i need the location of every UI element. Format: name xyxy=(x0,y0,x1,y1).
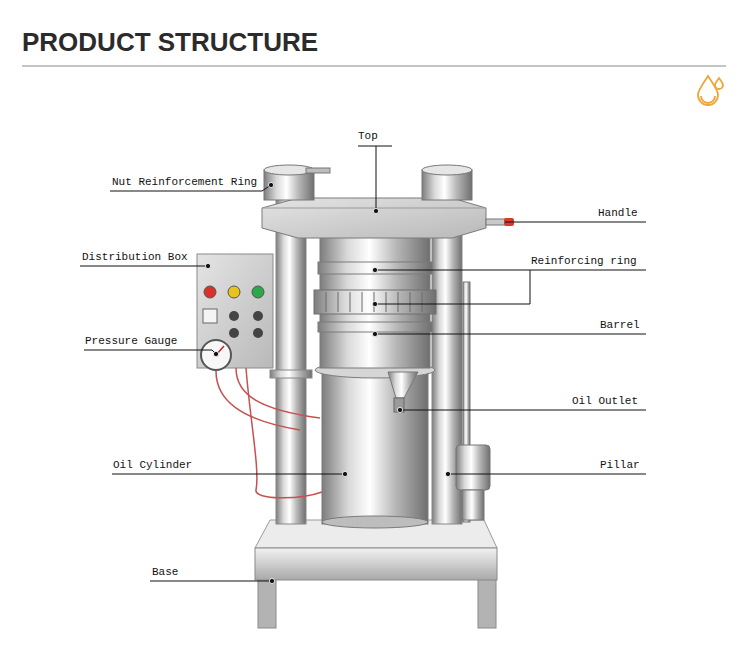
part-label: Handle xyxy=(598,207,638,220)
leader-lines xyxy=(80,146,646,581)
reinforcing-ring xyxy=(318,262,432,274)
part-label: Barrel xyxy=(600,319,640,332)
leader-line xyxy=(375,270,646,271)
oil-outlet xyxy=(388,372,418,398)
leader-line xyxy=(150,581,272,582)
part-label: Distribution Box xyxy=(82,251,188,264)
base xyxy=(255,520,497,628)
leader-line xyxy=(376,146,377,210)
leader-line xyxy=(505,222,646,223)
leader-line xyxy=(80,266,208,267)
oil-outlet-spout xyxy=(394,398,404,412)
indicator-green xyxy=(252,286,264,298)
pump xyxy=(456,282,490,522)
base-leg xyxy=(258,578,276,628)
leader-dot xyxy=(372,331,377,336)
oil-cylinder-foot xyxy=(322,516,428,528)
reinforcing-ring xyxy=(314,290,436,314)
page-title: PRODUCT STRUCTURE xyxy=(22,27,318,57)
leader-dot xyxy=(445,471,450,476)
indicator-red xyxy=(204,286,216,298)
ring-grooves xyxy=(326,292,422,312)
leader-dot xyxy=(373,208,378,213)
part-label: Base xyxy=(152,566,178,579)
leader-dot xyxy=(269,578,274,583)
leader-line xyxy=(448,474,646,475)
leader-dot xyxy=(372,267,377,272)
leader-dot xyxy=(205,263,210,268)
nut-top xyxy=(422,165,472,175)
part-label: Reinforcing ring xyxy=(531,255,637,268)
pump-base xyxy=(462,490,484,520)
barrel xyxy=(314,236,436,368)
switch xyxy=(253,328,263,338)
leader-line xyxy=(400,410,646,411)
oil-cylinder xyxy=(322,368,428,524)
part-label: Pillar xyxy=(600,459,640,472)
switch xyxy=(229,311,239,321)
part-label: Pressure Gauge xyxy=(85,335,177,348)
base-leg xyxy=(478,578,496,628)
switch xyxy=(253,311,263,321)
part-label: Top xyxy=(358,130,378,143)
switch xyxy=(203,309,217,323)
title-rule xyxy=(22,65,726,66)
indicator-yellow xyxy=(228,286,240,298)
pressure-gauge xyxy=(201,340,231,370)
top-plate xyxy=(262,198,486,238)
part-label: Nut Reinforcement Ring xyxy=(112,176,257,189)
leader-dot xyxy=(372,301,377,306)
top-plate-edge xyxy=(262,208,486,209)
nut-ring xyxy=(264,165,472,200)
leader-dot xyxy=(342,471,347,476)
leader-dot xyxy=(268,182,273,187)
leader-dot xyxy=(397,407,402,412)
pillar-clamp xyxy=(270,370,312,378)
leader-line xyxy=(375,334,646,335)
part-label: Oil Outlet xyxy=(572,395,638,408)
switch xyxy=(229,328,239,338)
leader-line xyxy=(358,146,392,147)
droplet-icon xyxy=(698,76,723,105)
base-front xyxy=(255,548,497,580)
leader-dot xyxy=(213,351,218,356)
nut-lever xyxy=(306,168,330,173)
handle xyxy=(486,219,506,225)
barrel-band xyxy=(318,322,432,332)
part-label: Oil Cylinder xyxy=(113,459,192,472)
wires xyxy=(216,368,322,498)
leader-line xyxy=(112,474,345,475)
leader-line xyxy=(84,350,216,354)
leader-line xyxy=(375,270,530,304)
leader-dots xyxy=(205,182,450,583)
pump-body xyxy=(456,445,490,490)
distribution-box xyxy=(197,254,273,370)
